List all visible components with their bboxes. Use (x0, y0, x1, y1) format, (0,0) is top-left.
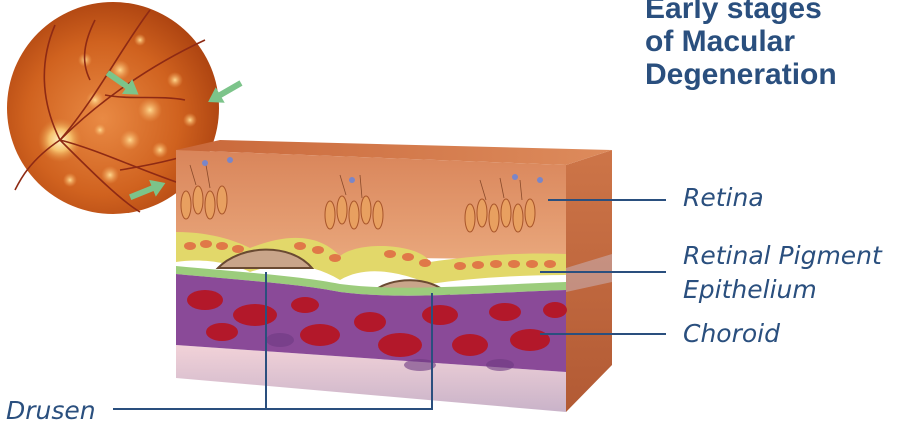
title-line: Degeneration (645, 58, 895, 91)
diagram-title: Early stages of Macular Degeneration (645, 0, 895, 91)
title-line: Early stages (645, 0, 895, 25)
label-rpe-line2: Epithelium (683, 275, 817, 305)
title-line: of Macular (645, 25, 895, 58)
label-drusen: Drusen (6, 396, 96, 426)
label-retina: Retina (683, 183, 764, 213)
label-rpe-line1: Retinal Pigment (683, 241, 882, 271)
tissue-block (176, 140, 612, 412)
label-choroid: Choroid (683, 319, 780, 349)
